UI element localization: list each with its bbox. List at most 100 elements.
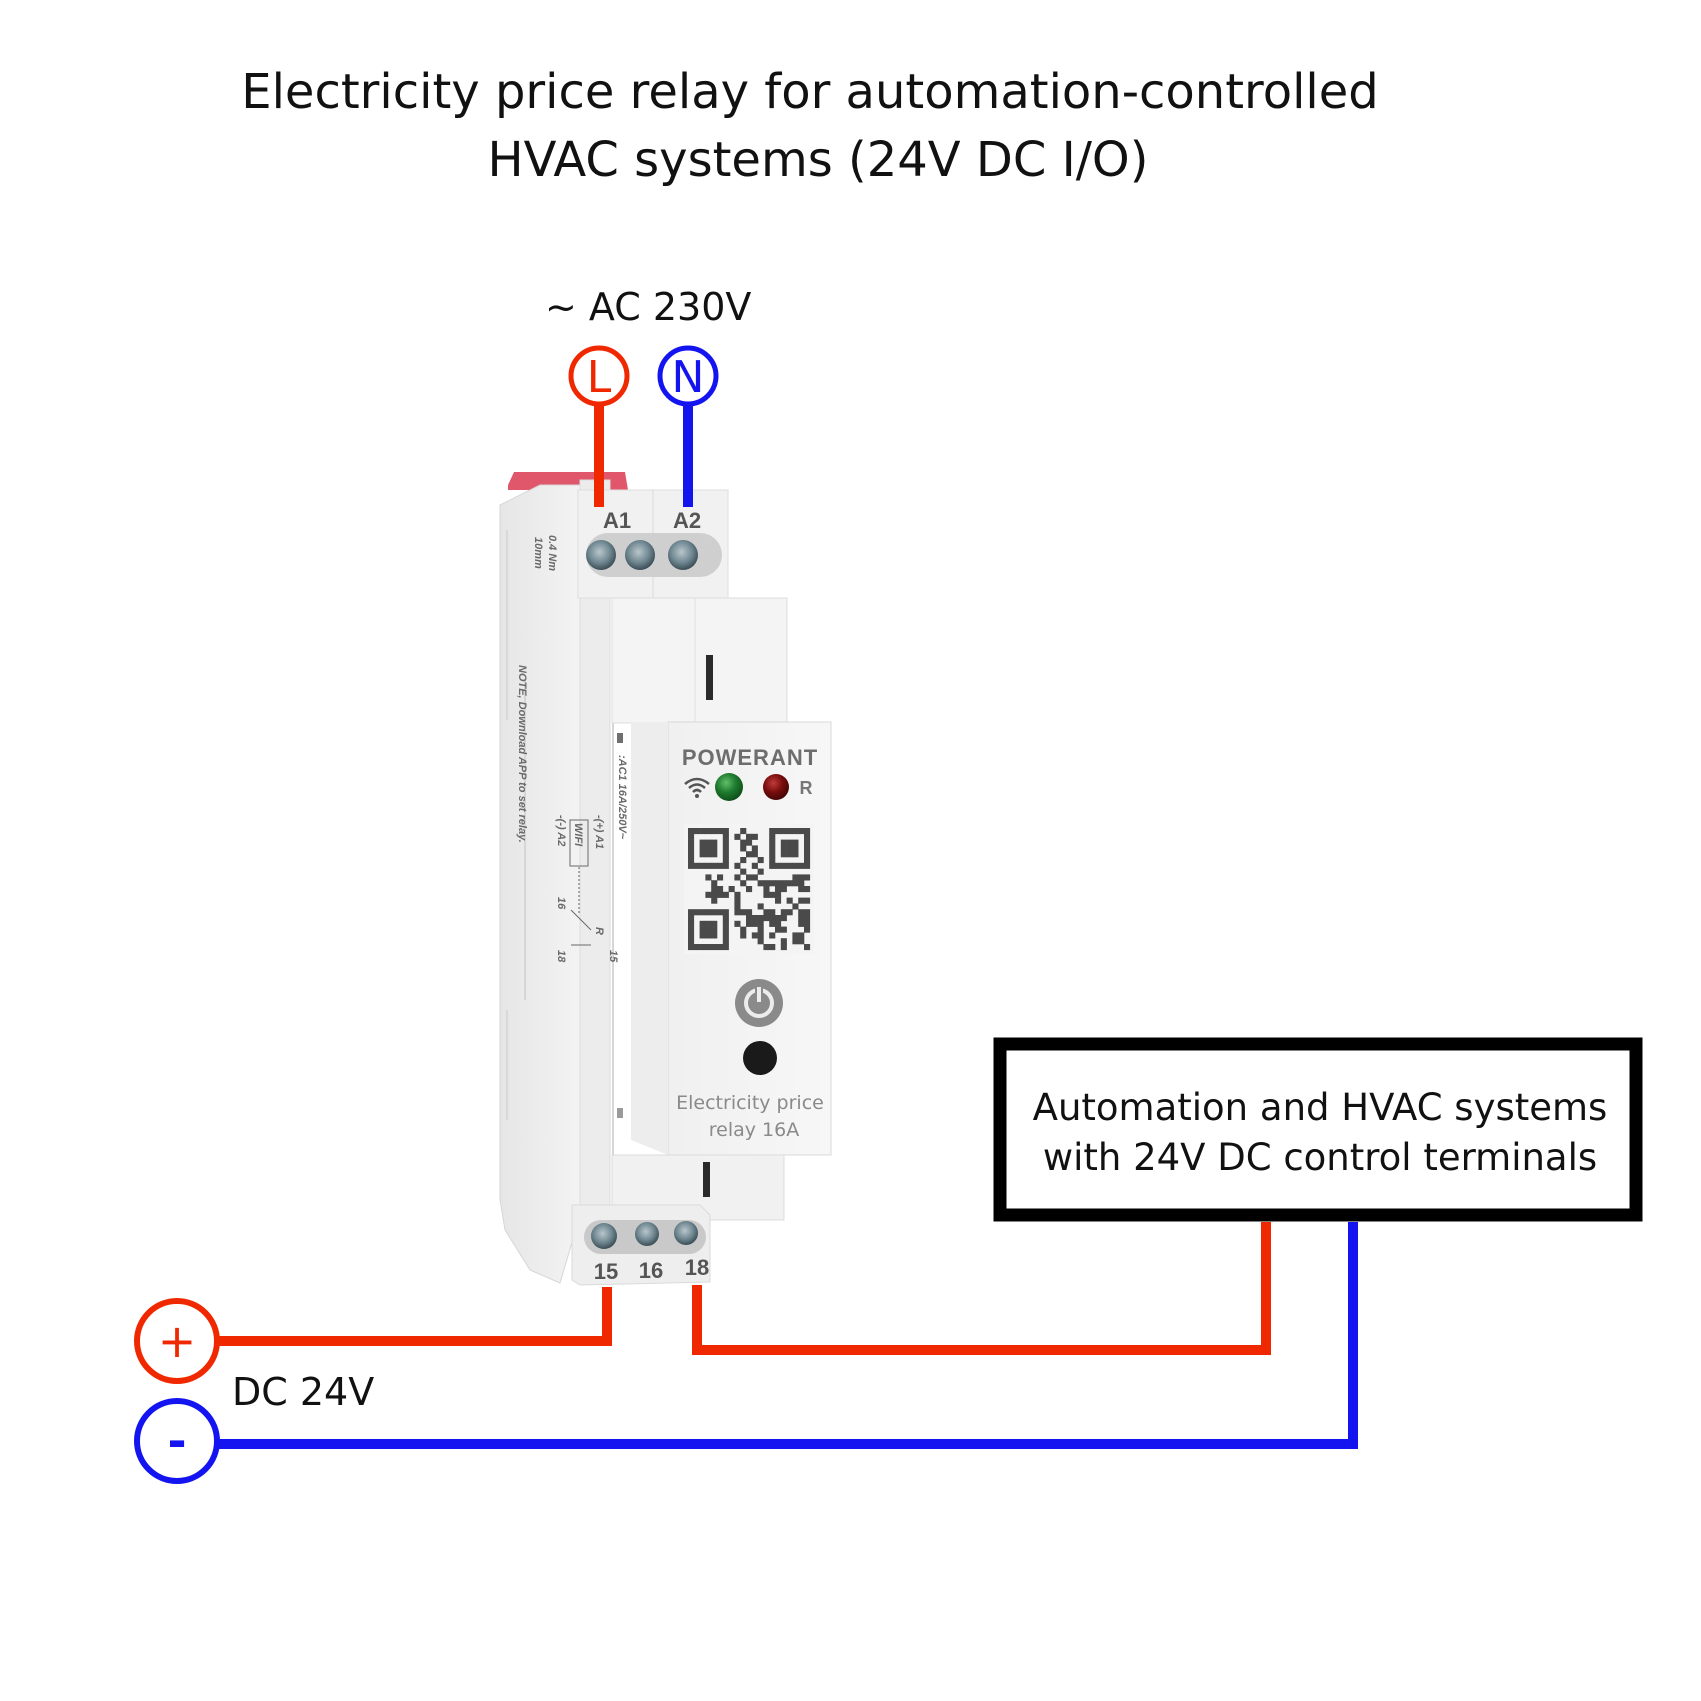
side-note: NOTE, Download APP to set relay. xyxy=(516,665,528,843)
front-face-bevel xyxy=(631,722,668,1155)
qr-module xyxy=(792,839,799,846)
qr-module xyxy=(769,891,776,898)
qr-module xyxy=(792,828,799,835)
qr-module xyxy=(804,833,811,840)
qr-module xyxy=(757,903,764,910)
qr-module xyxy=(769,932,776,939)
neutral-symbol: N xyxy=(672,352,705,403)
qr-module xyxy=(780,938,787,945)
qr-module xyxy=(751,851,758,858)
qr-module xyxy=(746,909,753,916)
qr-code[interactable] xyxy=(684,824,814,954)
qr-module xyxy=(705,920,712,927)
qr-module xyxy=(740,926,747,933)
screw-icon[interactable] xyxy=(674,1221,698,1245)
qr-module xyxy=(798,938,805,945)
qr-module xyxy=(722,915,729,922)
qr-module xyxy=(757,857,764,864)
dc-positive-terminal-symbol: + xyxy=(134,1298,220,1384)
qr-module xyxy=(711,880,718,887)
load-box-line-1: Automation and HVAC systems xyxy=(1033,1086,1608,1129)
screw-icon[interactable] xyxy=(668,540,698,570)
qr-module xyxy=(722,938,729,945)
qr-module xyxy=(699,926,706,933)
qr-module xyxy=(763,944,770,951)
side-wiring-schematic: -(+) A1 -(-) A2 WIFI R 15 16 18 xyxy=(555,815,619,963)
terminal-label-18: 18 xyxy=(685,1255,709,1280)
qr-module xyxy=(798,897,805,904)
qr-module xyxy=(769,880,776,887)
qr-module xyxy=(705,932,712,939)
load-box-line-2: with 24V DC control terminals xyxy=(1043,1136,1597,1179)
power-button[interactable] xyxy=(735,979,783,1027)
qr-module xyxy=(757,880,764,887)
qr-module xyxy=(786,851,793,858)
diagram-title: Electricity price relay for automation-c… xyxy=(241,64,1378,188)
qr-module xyxy=(757,920,764,927)
qr-module xyxy=(769,915,776,922)
qr-module xyxy=(722,944,729,951)
qr-module xyxy=(734,903,741,910)
qr-module xyxy=(688,932,695,939)
qr-module xyxy=(705,909,712,916)
qr-module xyxy=(693,862,700,869)
product-name-line-1: Electricity price xyxy=(676,1092,824,1114)
qr-module xyxy=(717,944,724,951)
qr-module xyxy=(798,886,805,893)
qr-module xyxy=(722,857,729,864)
qr-module xyxy=(688,944,695,951)
qr-module xyxy=(717,909,724,916)
qr-module xyxy=(751,932,758,939)
qr-module xyxy=(699,944,706,951)
qr-module xyxy=(688,851,695,858)
load-box: Automation and HVAC systems with 24V DC … xyxy=(993,1037,1643,1222)
qr-module xyxy=(775,920,782,927)
terminal-label-16: 16 xyxy=(639,1258,663,1283)
qr-module xyxy=(699,920,706,927)
screw-icon[interactable] xyxy=(635,1222,659,1246)
qr-module xyxy=(757,926,764,933)
qr-module xyxy=(711,920,718,927)
qr-module xyxy=(688,845,695,852)
side-relay-16: 16 xyxy=(555,897,567,910)
qr-module xyxy=(711,828,718,835)
qr-module xyxy=(757,938,764,945)
qr-module xyxy=(734,862,741,869)
qr-module xyxy=(711,891,718,898)
qr-module xyxy=(804,839,811,846)
qr-module xyxy=(786,828,793,835)
qr-module xyxy=(786,845,793,852)
qr-module xyxy=(746,920,753,927)
qr-module xyxy=(740,909,747,916)
qr-module xyxy=(769,845,776,852)
qr-module xyxy=(688,862,695,869)
relay-led-label: R xyxy=(800,778,813,798)
qr-module xyxy=(780,926,787,933)
qr-module xyxy=(804,851,811,858)
qr-module xyxy=(705,862,712,869)
qr-module xyxy=(804,857,811,864)
qr-module xyxy=(757,932,764,939)
qr-module xyxy=(705,845,712,852)
qr-module xyxy=(711,932,718,939)
qr-module xyxy=(746,833,753,840)
side-relay-15: 15 xyxy=(607,950,619,963)
qr-module xyxy=(717,828,724,835)
device-side-body xyxy=(499,484,581,1284)
qr-module xyxy=(728,886,735,893)
qr-module xyxy=(740,839,747,846)
screw-icon[interactable] xyxy=(591,1223,617,1249)
qr-module xyxy=(722,926,729,933)
relay-status-led xyxy=(763,774,789,800)
screw-icon[interactable] xyxy=(625,540,655,570)
qr-module xyxy=(705,851,712,858)
wire-18-to-load xyxy=(692,1222,1271,1355)
qr-module xyxy=(775,897,782,904)
reset-button[interactable] xyxy=(743,1041,777,1075)
qr-module xyxy=(769,833,776,840)
torque-marking: 0.4 Nm 10mm xyxy=(532,535,558,571)
qr-module xyxy=(751,915,758,922)
screw-icon[interactable] xyxy=(586,540,616,570)
qr-module xyxy=(699,839,706,846)
qr-module xyxy=(722,932,729,939)
